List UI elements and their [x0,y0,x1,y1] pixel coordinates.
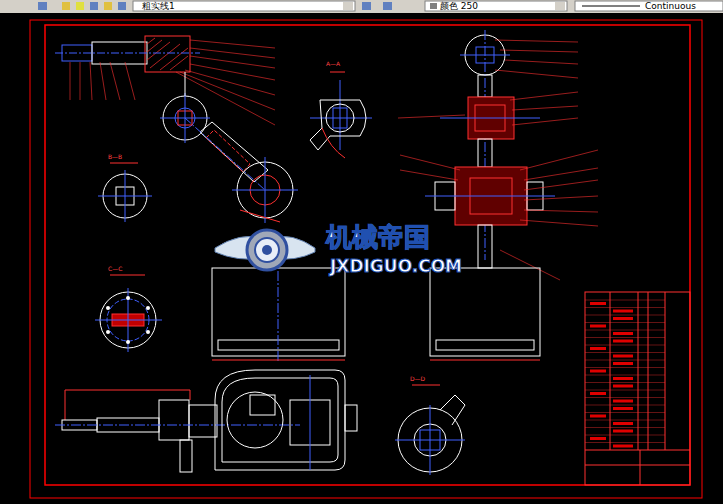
table-rule [585,420,665,421]
plan-view [55,370,357,472]
watermark-text: 机械帝国 [326,224,430,250]
table-rule [585,375,665,376]
table-rule [585,330,665,331]
title-block-cells [590,302,633,448]
table-rule [585,300,665,301]
table-cell-mark [613,377,633,380]
table-rule [585,442,665,443]
layer-name: 粗实线1 [142,2,175,11]
watermark-logo [215,230,315,270]
table-cell-mark [590,437,606,440]
section-label: C—C [108,266,122,272]
table-cell-mark [613,317,633,320]
table-rule [585,405,665,406]
table-cell-mark [590,325,606,328]
title-block-rows [585,300,665,443]
table-rule [585,367,665,368]
table-cell-mark [590,392,606,395]
dropdown-button [555,2,565,10]
table-rule [585,337,665,338]
table-cell-mark [613,362,633,365]
model-space [0,13,723,504]
color-swatch [430,3,437,9]
table-cell-mark [613,340,633,343]
section-view [98,163,152,222]
table-rule [585,322,665,323]
title-block [585,292,690,485]
table-cell-mark [590,347,606,350]
table-rule [585,360,665,361]
linetype-sample [582,6,640,7]
table-rule [585,397,665,398]
watermark-url: JXDIGUO.COM [330,258,462,275]
table-cell-mark [590,415,606,418]
layer-dropdown [133,1,355,11]
color-name: 颜色 250 [440,2,478,11]
table-cell-mark [613,355,633,358]
arm-assembly [55,36,298,223]
table-cell-mark [590,302,606,305]
section-label: A—A [326,61,340,67]
inner-frame [45,25,690,485]
section-view [395,385,465,475]
table-cell-mark [613,310,633,313]
linetype-dropdown [575,1,723,11]
base-housing [212,255,540,362]
table-rule [585,307,665,308]
section-view [310,72,372,158]
dropdown-button [343,2,353,10]
table-rule [585,435,665,436]
outer-frame [30,20,702,498]
table-cell-mark [613,445,633,448]
table-cell-mark [613,430,633,433]
section-view [95,275,162,352]
table-cell-mark [613,385,633,388]
section-label: B—B [108,154,122,160]
table-cell-mark [613,422,633,425]
table-cell-mark [613,400,633,403]
table-rule [585,412,665,413]
table-cell-mark [613,332,633,335]
table-rule [585,390,665,391]
table-rule [585,427,665,428]
linetype-name: Continuous [645,2,696,11]
table-rule [585,315,665,316]
toolbar [0,0,723,13]
table-cell-mark [613,407,633,410]
table-rule [585,352,665,353]
table-rule [585,345,665,346]
color-dropdown [425,1,567,11]
table-cell-mark [590,370,606,373]
section-label: D—D [410,376,425,382]
table-rule [585,382,665,383]
toolbar-icons [38,2,392,10]
